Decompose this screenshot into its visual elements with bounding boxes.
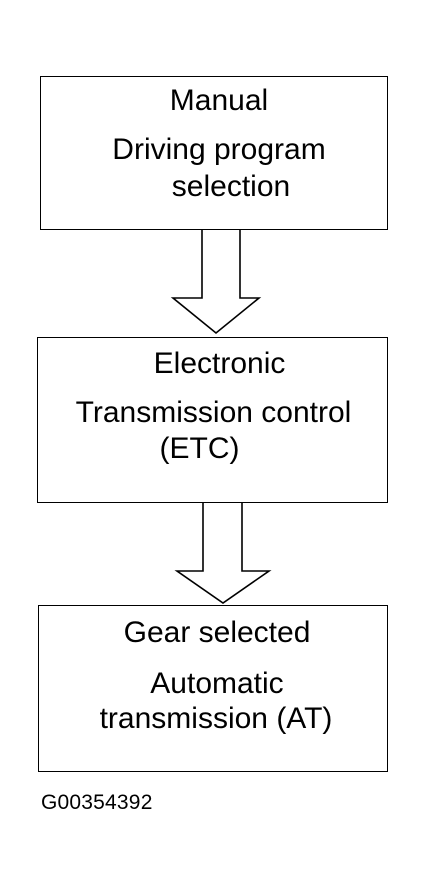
gear-selected-automatic-transmission-box: Gear selected Automatic transmission (AT… <box>38 605 388 772</box>
manual-driving-program-selection-box: Manual Driving program selection <box>40 76 388 230</box>
arrow-etc-to-gear <box>174 503 272 604</box>
arrow-manual-to-etc <box>170 230 262 335</box>
node-3-line-1: Gear selected <box>123 616 311 649</box>
node-3-line-3: transmission (AT) <box>99 702 333 735</box>
node-1-line-1: Manual <box>169 84 269 117</box>
figure-id-label: G00354392 <box>41 791 153 814</box>
node-1-line-2: Driving program <box>112 133 326 166</box>
electronic-transmission-control-box: Electronic Transmission control (ETC) <box>37 337 388 503</box>
node-3-line-2: Automatic <box>150 667 284 700</box>
node-1-line-3: selection <box>171 170 291 203</box>
node-2-line-3: (ETC) <box>159 432 240 465</box>
node-2-line-1: Electronic <box>153 347 286 380</box>
node-2-line-2: Transmission control <box>75 396 352 429</box>
